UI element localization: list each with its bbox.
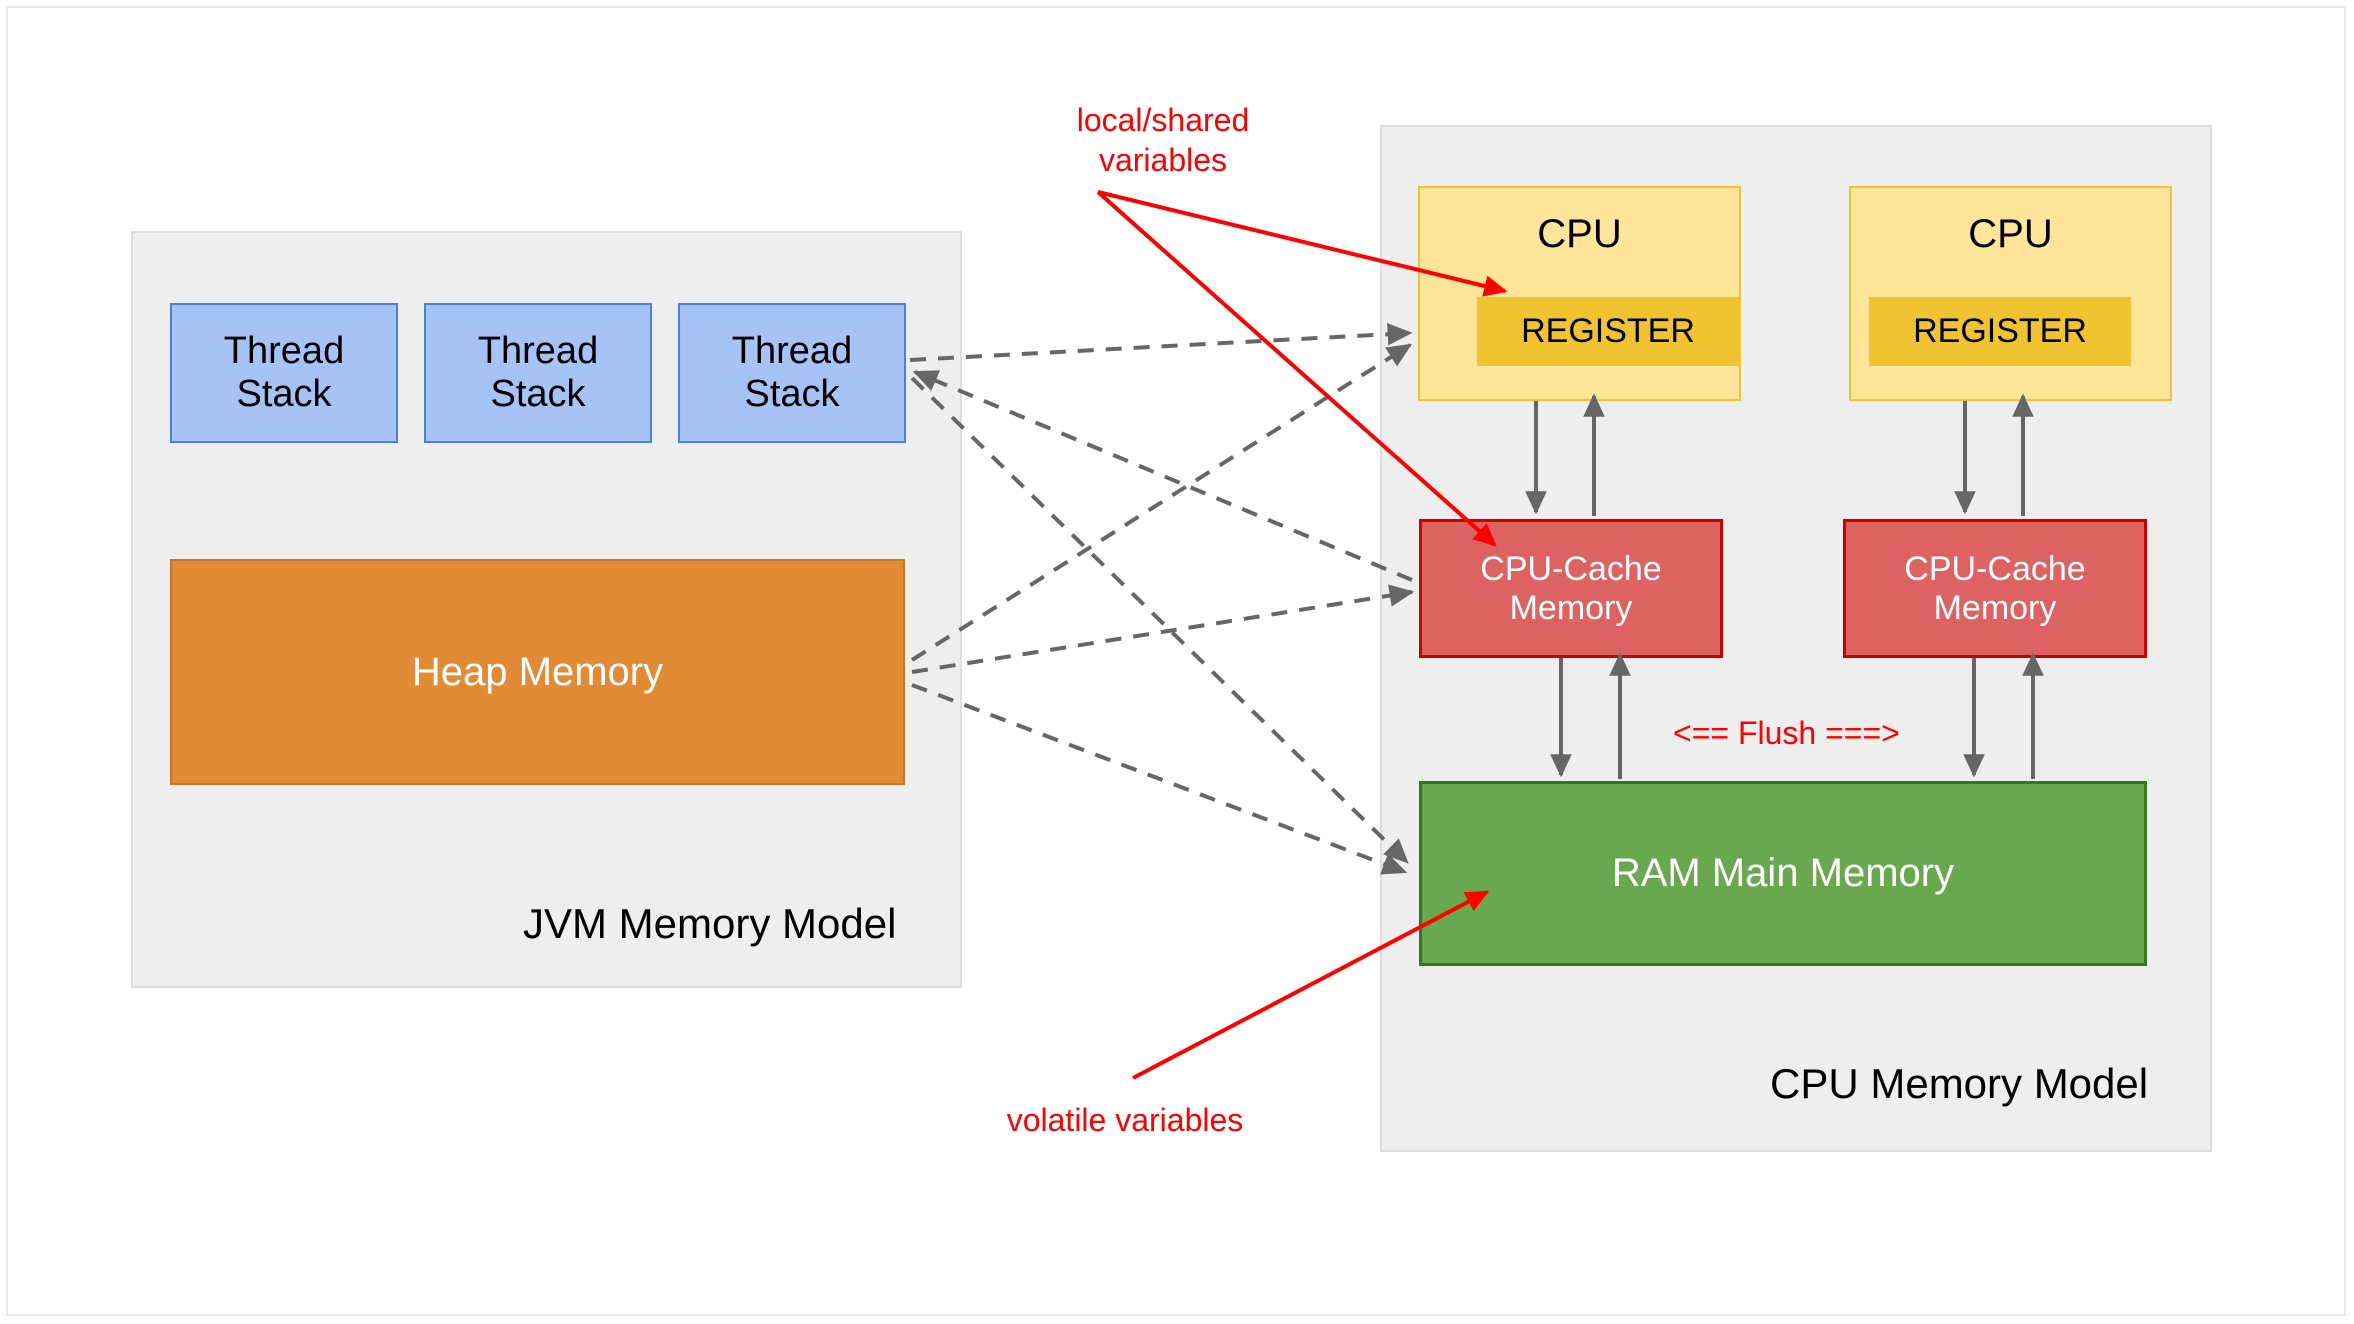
dashed-arrow-threadstack-to-register [909, 323, 1413, 362]
dashed-arrow-heap-to-cache [911, 584, 1415, 674]
heap-memory-box: Heap Memory [170, 559, 905, 785]
dashed-arrow-heap-to-register [910, 343, 1413, 662]
register-box-1: REGISTER [1477, 297, 1739, 366]
cpu-box-1: CPU [1418, 186, 1741, 401]
register-box-2: REGISTER [1869, 297, 2131, 366]
cpu-box-2: CPU [1849, 186, 2172, 401]
ram-main-memory-box: RAM Main Memory [1419, 781, 2147, 966]
dashed-arrow-threadstack-to-ram [910, 376, 1409, 864]
dashed-arrow-heap-to-ram [911, 683, 1408, 875]
flush-label: <== Flush ===> [1673, 715, 1900, 751]
cpu-memory-model-title: CPU Memory Model [1770, 1060, 2149, 1107]
dashed-arrow-cache-to-threadstack [912, 370, 1413, 582]
jvm-memory-model-title: JVM Memory Model [523, 900, 897, 947]
annotation-volatile-variables: volatile variables [1006, 1102, 1244, 1138]
